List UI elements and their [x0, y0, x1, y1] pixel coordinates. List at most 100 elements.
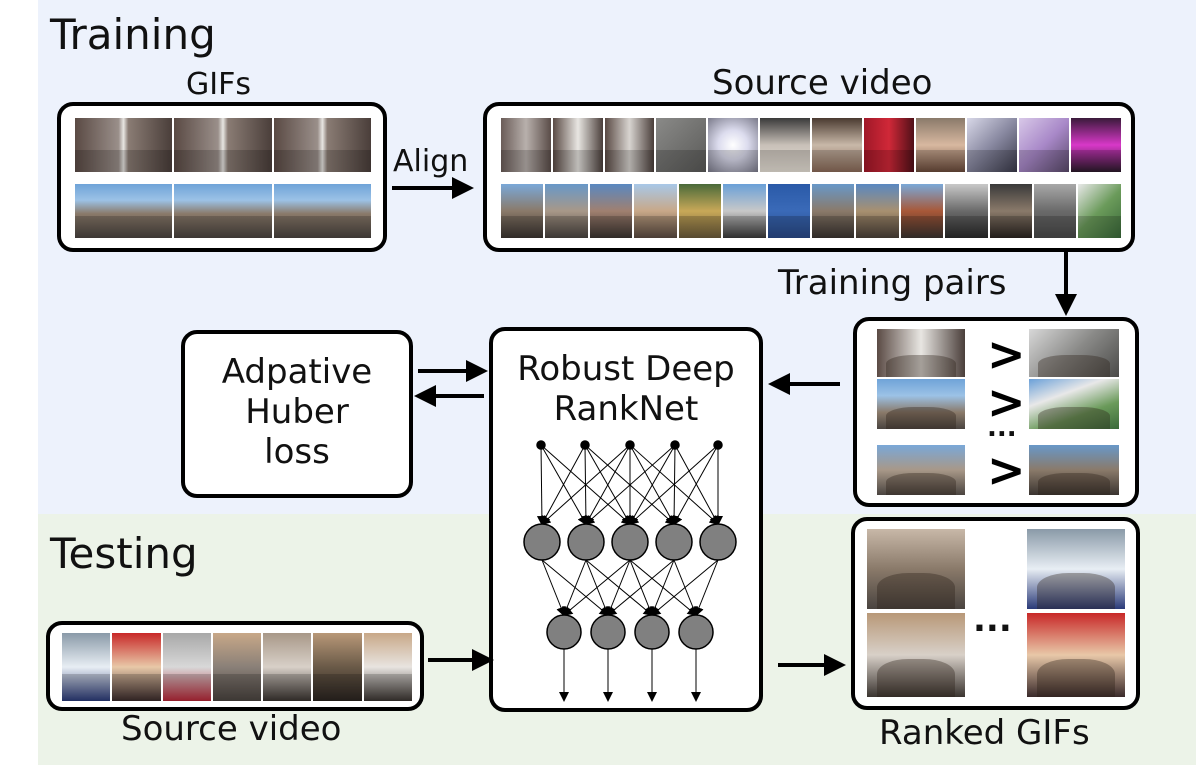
gif-frame: [174, 118, 272, 172]
input-node: [536, 440, 546, 450]
loss-box-text: Adpative Huber loss: [185, 352, 409, 472]
source-row-runners: [501, 184, 1121, 238]
connection-edge: [585, 444, 631, 526]
input-node: [625, 440, 635, 450]
pair-1-right-thumbnail: [1029, 329, 1119, 377]
loss-line-2: Huber: [245, 392, 349, 433]
video-frame: [760, 118, 810, 172]
video-frame: [1034, 184, 1077, 238]
connection-edge: [628, 444, 719, 526]
pair-2-right-thumbnail: [1029, 379, 1119, 429]
video-frame: [212, 633, 262, 701]
video-frame: [501, 118, 551, 172]
hidden-node: [590, 614, 626, 650]
video-frame: [1078, 184, 1121, 238]
video-frame: [863, 118, 914, 172]
connection-edge: [540, 444, 631, 526]
connection-edge: [673, 444, 719, 526]
gif-row-runners: [75, 184, 371, 238]
video-frame: [1071, 118, 1121, 172]
pair-3-left-thumbnail: [877, 445, 965, 495]
input-node: [580, 440, 590, 450]
video-frame: [263, 633, 312, 701]
training-pairs-box: > > ... >: [853, 317, 1139, 507]
video-frame: [900, 184, 944, 238]
ranked-gifs-label: Ranked GIFs: [879, 713, 1090, 753]
loss-line-3: loss: [264, 432, 330, 473]
hidden-node: [699, 523, 737, 561]
ranked-gifs-box: ...: [851, 517, 1140, 710]
hidden-node: [523, 523, 561, 561]
ranknet-line-1: Robust Deep: [517, 349, 735, 389]
hidden-node: [546, 614, 582, 650]
video-frame: [856, 184, 899, 238]
gifs-box: [57, 102, 387, 252]
gif-frame: [273, 184, 371, 238]
video-frame: [604, 118, 655, 172]
video-frame: [501, 184, 544, 238]
video-frame: [678, 184, 722, 238]
align-label: Align: [393, 144, 469, 179]
connection-edge: [606, 559, 631, 617]
video-frame: [363, 633, 412, 701]
neural-network: [523, 440, 737, 702]
training-heading: Training: [50, 10, 216, 59]
ranked-gif-thumbnail: [1027, 529, 1125, 609]
training-pairs-label: Training pairs: [778, 263, 1007, 303]
video-frame: [589, 184, 633, 238]
source-video-bottom-label: Source video: [121, 709, 342, 749]
video-frame: [989, 184, 1033, 238]
connection-edge: [541, 559, 566, 617]
gif-frame: [273, 118, 371, 172]
hidden-node: [655, 523, 693, 561]
video-frame: [723, 184, 766, 238]
connection-edge: [650, 559, 719, 617]
pair-1-left-thumbnail: [877, 329, 965, 377]
gif-frame: [174, 184, 272, 238]
video-frame: [162, 633, 211, 701]
video-frame: [62, 633, 111, 701]
video-frame: [945, 184, 988, 238]
ranked-gif-thumbnail: [1027, 613, 1125, 697]
video-frame: [767, 184, 810, 238]
video-frame: [634, 184, 677, 238]
ranked-gif-thumbnail: [867, 613, 965, 697]
connection-edge: [536, 444, 547, 526]
pair-3-greater-symbol: >: [987, 443, 1026, 497]
connection-edge: [606, 559, 675, 617]
ranknet-line-2: RankNet: [553, 389, 699, 430]
source-video-bottom-box: [46, 621, 424, 711]
video-frame: [708, 118, 759, 172]
video-frame: [1019, 118, 1070, 172]
video-frame: [313, 633, 362, 701]
connection-edge: [562, 559, 631, 617]
video-frame: [967, 118, 1018, 172]
video-frame: [552, 118, 603, 172]
video-frame: [545, 184, 588, 238]
input-node: [670, 440, 680, 450]
hidden-node: [634, 614, 670, 650]
ranknet-box-title: Robust Deep RankNet: [493, 349, 759, 429]
connection-edge: [629, 444, 676, 526]
testing-source-strip: [62, 633, 412, 701]
hidden-node: [567, 523, 605, 561]
gif-row-alley: [75, 118, 371, 172]
connection-edge: [541, 444, 586, 526]
pairs-ellipsis: ...: [987, 413, 1017, 443]
video-frame: [656, 118, 707, 172]
gif-frame: [75, 184, 173, 238]
video-frame: [915, 118, 966, 172]
loss-line-1: Adpative: [221, 352, 373, 392]
input-node: [713, 440, 723, 450]
video-frame: [112, 633, 161, 701]
testing-heading: Testing: [50, 529, 198, 578]
source-video-top-label: Source video: [712, 63, 933, 103]
loss-box: Adpative Huber loss: [181, 330, 413, 498]
video-frame: [811, 118, 862, 172]
connection-edge: [562, 559, 587, 617]
connection-edge: [650, 559, 675, 617]
pair-1-greater-symbol: >: [987, 327, 1026, 381]
video-frame: [811, 184, 855, 238]
gif-frame: [75, 118, 173, 172]
